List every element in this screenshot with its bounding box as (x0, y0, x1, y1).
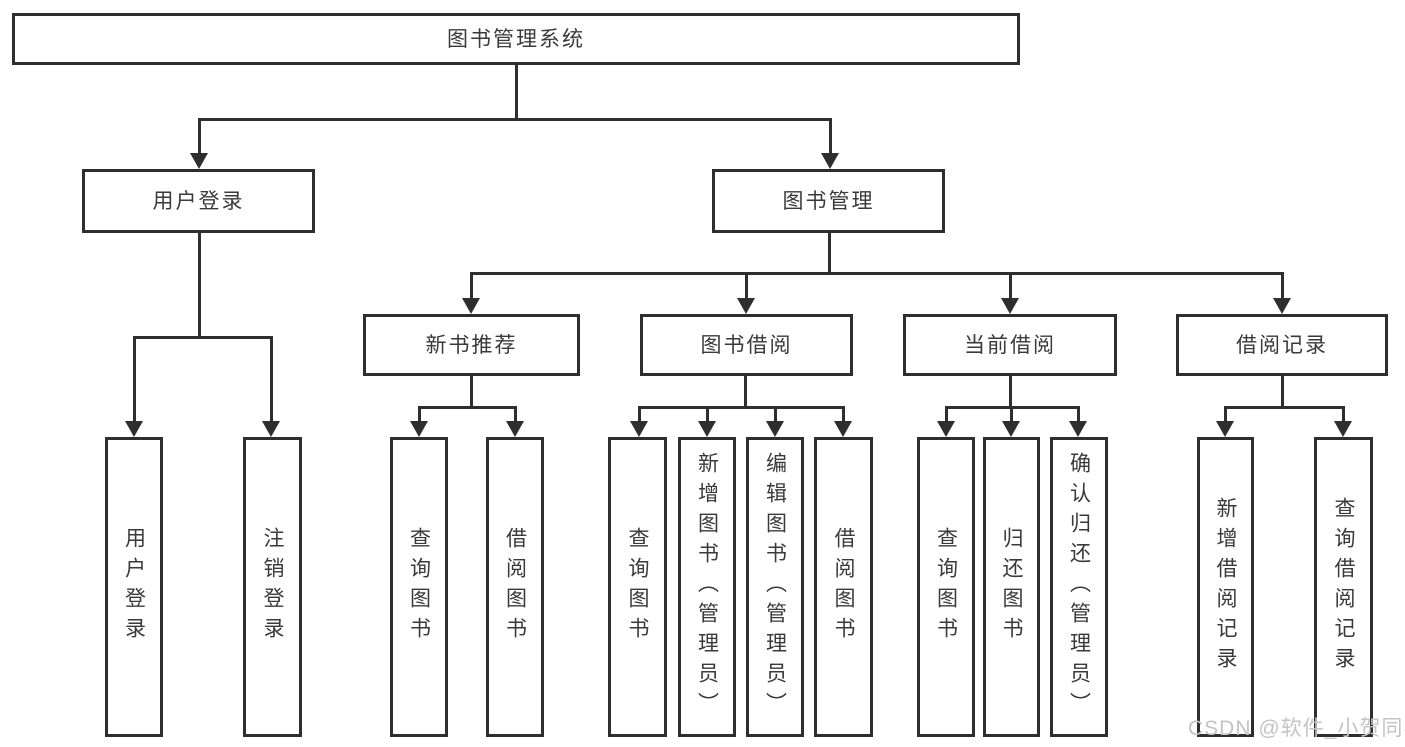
node-label: 查询图书 (626, 527, 649, 647)
node-label: 图书管理系统 (447, 27, 585, 51)
connector-line (1342, 406, 1345, 422)
connector-line (706, 406, 709, 422)
connector-line (1224, 406, 1345, 409)
node-user-login-leaf: 用户登录 (105, 437, 163, 737)
arrowhead-down-icon (1069, 421, 1087, 437)
connector-line (744, 376, 747, 406)
connector-line (470, 272, 1284, 275)
connector-line (1281, 272, 1284, 300)
arrowhead-down-icon (410, 421, 428, 437)
connector-line (133, 336, 136, 423)
connector-line (418, 406, 516, 409)
node-label: 用户登录 (152, 189, 245, 213)
node-label: 借阅记录 (1236, 333, 1328, 357)
node-label: 图书管理 (782, 189, 875, 213)
arrowhead-down-icon (1002, 421, 1020, 437)
connector-line (745, 272, 748, 300)
node-label: 新增图书（管理员） (695, 452, 719, 722)
arrowhead-down-icon (125, 421, 143, 437)
connector-line (198, 118, 832, 121)
node-book-management: 图书管理 (712, 169, 945, 233)
node-new-book-recommend: 新书推荐 (363, 314, 580, 376)
arrowhead-down-icon (506, 421, 524, 437)
node-recommend-query-books: 查询图书 (390, 437, 448, 737)
connector-line (638, 406, 641, 422)
connector-line (1224, 406, 1227, 422)
arrowhead-down-icon (737, 298, 755, 314)
node-logout: 注销登录 (243, 437, 302, 737)
node-return-books: 归还图书 (983, 437, 1040, 737)
arrowhead-down-icon (190, 153, 208, 169)
node-query-borrow-record: 查询借阅记录 (1314, 437, 1373, 737)
node-label: 新增借阅记录 (1214, 497, 1237, 677)
node-current-query-books: 查询图书 (917, 437, 975, 737)
node-label: 借阅图书 (832, 527, 855, 647)
connector-line (1010, 406, 1013, 422)
node-label: 确认归还（管理员） (1067, 452, 1091, 722)
arrowhead-down-icon (1334, 421, 1352, 437)
connector-line (470, 272, 473, 300)
node-label: 图书借阅 (700, 333, 793, 357)
connector-line (945, 406, 948, 422)
connector-line (198, 233, 201, 336)
arrowhead-down-icon (698, 421, 716, 437)
connector-line (270, 336, 273, 423)
node-add-borrow-record: 新增借阅记录 (1197, 437, 1254, 737)
node-label: 查询借阅记录 (1332, 497, 1355, 677)
arrowhead-down-icon (1273, 298, 1291, 314)
connector-line (1009, 272, 1012, 300)
node-borrowing-records: 借阅记录 (1176, 314, 1388, 376)
connector-line (514, 406, 517, 422)
arrowhead-down-icon (834, 421, 852, 437)
connector-line (1281, 376, 1284, 406)
node-edit-books-admin: 编辑图书（管理员） (746, 437, 804, 737)
node-label: 查询图书 (407, 527, 431, 647)
connector-line (638, 406, 845, 409)
connector-line (198, 118, 201, 156)
node-label: 用户登录 (122, 527, 146, 647)
node-label: 注销登录 (261, 527, 284, 647)
node-book-borrowing: 图书借阅 (640, 314, 853, 376)
node-label: 查询图书 (934, 527, 958, 647)
connector-line (133, 336, 273, 339)
node-recommend-borrow-books: 借阅图书 (486, 437, 544, 737)
node-current-borrowing: 当前借阅 (903, 314, 1117, 376)
node-label: 当前借阅 (964, 333, 1056, 357)
arrowhead-down-icon (766, 421, 784, 437)
node-borrowing-query-books: 查询图书 (608, 437, 667, 737)
csdn-watermark: CSDN @软件_小贺同学 (1188, 717, 1405, 740)
arrowhead-down-icon (630, 421, 648, 437)
connector-line (1009, 376, 1012, 406)
connector-line (470, 376, 473, 406)
node-label: 新书推荐 (425, 333, 518, 357)
connector-line (828, 233, 831, 272)
arrowhead-down-icon (262, 421, 280, 437)
connector-line (774, 406, 777, 422)
node-label: 借阅图书 (503, 527, 527, 647)
node-label: 归还图书 (1000, 527, 1023, 647)
connector-line (1077, 406, 1080, 422)
connector-line (829, 118, 832, 156)
arrowhead-down-icon (1216, 421, 1234, 437)
arrowhead-down-icon (937, 421, 955, 437)
node-user-login-module: 用户登录 (82, 169, 315, 233)
node-confirm-return-admin: 确认归还（管理员） (1050, 437, 1108, 737)
connector-line (515, 65, 518, 118)
node-label: 编辑图书（管理员） (763, 452, 787, 722)
connector-line (418, 406, 421, 422)
node-library-management-system: 图书管理系统 (12, 13, 1020, 65)
arrowhead-down-icon (1001, 298, 1019, 314)
node-add-books-admin: 新增图书（管理员） (678, 437, 736, 737)
connector-line (842, 406, 845, 422)
arrowhead-down-icon (462, 298, 480, 314)
arrowhead-down-icon (821, 153, 839, 169)
node-borrowing-borrow-books: 借阅图书 (814, 437, 873, 737)
